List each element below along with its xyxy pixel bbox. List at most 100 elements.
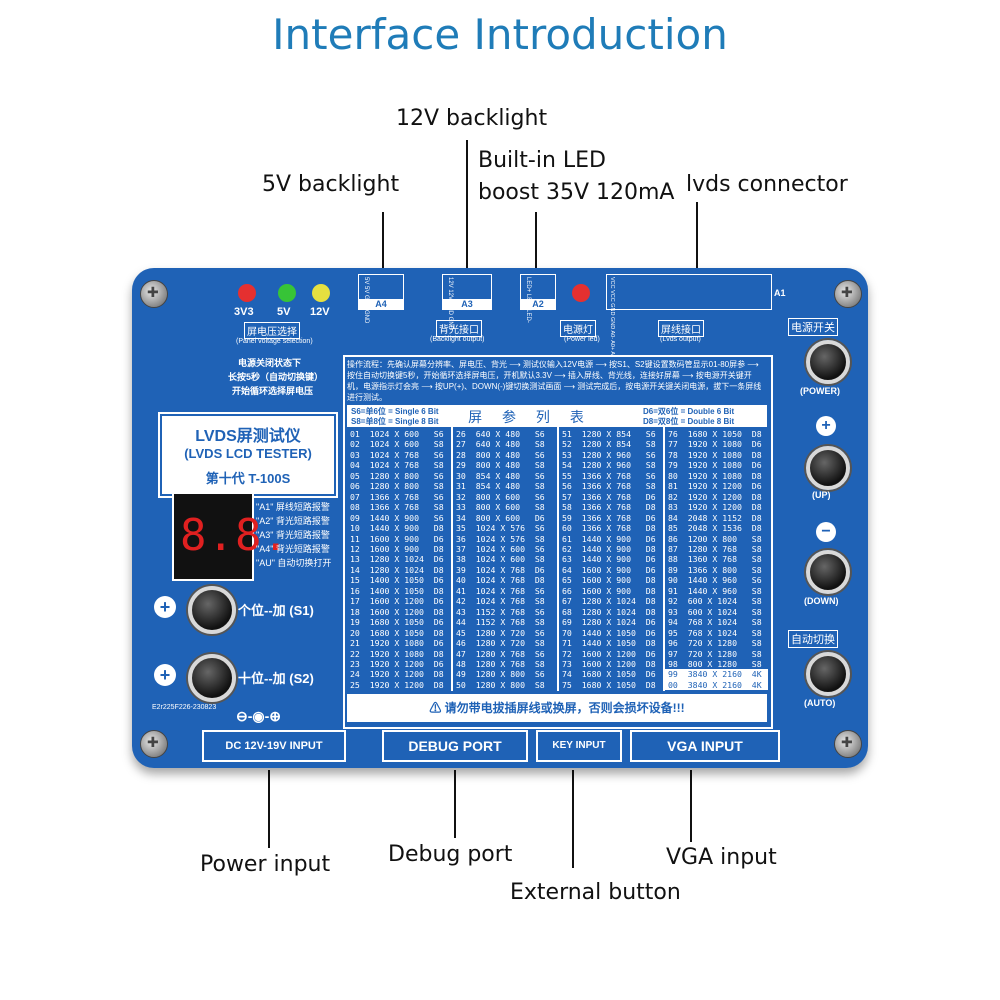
- table-row: 24 1920 X 1200 D8: [350, 669, 444, 680]
- callout-line: [696, 202, 698, 270]
- led-label: 3V3: [234, 306, 254, 318]
- led-3v3-indicator: [238, 284, 256, 302]
- connector-a2[interactable]: LED+ LED- LED- A2: [520, 274, 556, 323]
- voltage-note: 长按5秒（自动切换键）: [228, 372, 324, 382]
- table-row: 71 1440 X 1050 D8: [562, 638, 656, 649]
- led-12v-indicator: [312, 284, 330, 302]
- table-row: 68 1280 X 1024 D8: [562, 606, 656, 617]
- table-row: 40 1024 X 768 D8: [456, 575, 545, 586]
- table-row: 14 1280 X 1024 D8: [350, 564, 444, 575]
- callout-line: [382, 212, 384, 270]
- table-row: 93 600 X 1024 S8: [668, 606, 762, 617]
- d6-note: D6=双6位 = Double 6 Bit: [643, 407, 735, 416]
- table-header: S6=单6位 = Single 6 Bit S8=单8位 = Single 8 …: [347, 405, 767, 427]
- table-row: 34 800 X 600 D6: [456, 512, 545, 523]
- table-row: 38 1024 X 600 S8: [456, 554, 545, 565]
- voltage-note: 电源关闭状态下: [238, 358, 302, 368]
- model-number: 第十代 T-100S: [205, 471, 291, 486]
- resolution-panel: 操作流程：先确认屏幕分辨率、屏电压、背光 ⟶ 测试仪输入12V电源 ⟶ 按S1、…: [343, 355, 773, 729]
- table-row: 26 640 X 480 S6: [456, 429, 545, 439]
- callout-line: [454, 770, 456, 838]
- callout-line: [535, 212, 537, 270]
- table-row: 88 1360 X 768 S8: [668, 554, 762, 565]
- screw-icon: [834, 280, 862, 308]
- dc-power-port[interactable]: DC 12V-19V INPUT: [202, 730, 346, 762]
- table-row: 22 1920 X 1080 D8: [350, 648, 444, 659]
- operation-procedure: 操作流程：先确认屏幕分辨率、屏电压、背光 ⟶ 测试仪输入12V电源 ⟶ 按S1、…: [347, 359, 767, 404]
- alarm-code: "A1" 屏线短路报警: [256, 502, 330, 512]
- panel-voltage-label-en: (Panel voltage selection): [236, 338, 313, 345]
- down-button[interactable]: [806, 550, 850, 594]
- callout-led-boost-line1: Built-in LED: [478, 148, 606, 173]
- table-row: 52 1280 X 854 S8: [562, 439, 656, 450]
- callout-line: [466, 140, 468, 270]
- power-led-indicator: [572, 284, 590, 302]
- table-row: 05 1280 X 800 S6: [350, 470, 444, 481]
- screw-icon: [140, 730, 168, 758]
- debug-port[interactable]: DEBUG PORT: [382, 730, 528, 762]
- table-row: 01 1024 X 600 S6: [350, 429, 444, 439]
- polarity-icon: ⊖-◉-⊕: [236, 708, 282, 724]
- table-row: 82 1920 X 1200 D8: [668, 491, 762, 502]
- table-row: 65 1600 X 900 D8: [562, 575, 656, 586]
- table-row: 56 1366 X 768 S8: [562, 481, 656, 492]
- table-row: 45 1280 X 720 S6: [456, 627, 545, 638]
- led-label: 5V: [277, 306, 291, 318]
- column-divider: [451, 427, 453, 691]
- down-label: (DOWN): [804, 596, 839, 606]
- table-row: 91 1440 X 960 S8: [668, 585, 762, 596]
- table-row: 64 1600 X 900 D6: [562, 564, 656, 575]
- table-row: 55 1366 X 768 S6: [562, 470, 656, 481]
- table-row: 84 2048 X 1152 D8: [668, 512, 762, 523]
- table-row: 30 854 X 480 S6: [456, 470, 545, 481]
- plus-icon: +: [154, 664, 176, 686]
- table-row: 37 1024 X 600 S6: [456, 543, 545, 554]
- table-row: 21 1920 X 1080 D6: [350, 638, 444, 649]
- callout-debug-port: Debug port: [388, 842, 513, 867]
- connector-a1-lvds[interactable]: VCC VCC GND GND A0- A0+ A1- A1+ GND A2- …: [606, 274, 772, 600]
- connector-a3[interactable]: 12V 12V GND GND A3: [442, 274, 492, 331]
- table-row: 86 1200 X 800 S8: [668, 533, 762, 544]
- s2-button[interactable]: [188, 654, 236, 702]
- callout-lvds-connector: lvds connector: [686, 172, 848, 197]
- s1-button[interactable]: [188, 586, 236, 634]
- callout-vga-input: VGA input: [666, 845, 777, 870]
- plus-icon: +: [816, 416, 836, 436]
- table-row: 59 1366 X 768 D6: [562, 512, 656, 523]
- table-row: 96 720 X 1280 S8: [668, 638, 762, 649]
- key-input-port[interactable]: KEY INPUT: [536, 730, 622, 762]
- table-row: 67 1280 X 1024 D8: [562, 596, 656, 607]
- table-row: 57 1366 X 768 D6: [562, 491, 656, 502]
- table-row: 35 1024 X 576 S6: [456, 523, 545, 534]
- vga-input-port[interactable]: VGA INPUT: [630, 730, 780, 762]
- auto-button[interactable]: [806, 652, 850, 696]
- power-button[interactable]: [806, 340, 850, 384]
- minus-icon: −: [816, 522, 836, 542]
- table-row: 23 1920 X 1200 D6: [350, 658, 444, 669]
- s2-label: 十位--加 (S2): [238, 671, 314, 686]
- up-button[interactable]: [806, 446, 850, 490]
- callout-12v-backlight: 12V backlight: [396, 106, 548, 131]
- table-row: 46 1280 X 720 S8: [456, 638, 545, 649]
- callout-power-input: Power input: [200, 852, 331, 877]
- table-row: 08 1366 X 768 S8: [350, 502, 444, 513]
- auto-label: (AUTO): [804, 698, 836, 708]
- callout-line: [268, 770, 270, 848]
- table-row: 32 800 X 600 S6: [456, 491, 545, 502]
- table-row: 95 768 X 1024 S8: [668, 627, 762, 638]
- table-row: 73 1600 X 1200 D8: [562, 658, 656, 669]
- screw-icon: [140, 280, 168, 308]
- alarm-code: "A2" 背光短路报警: [256, 516, 330, 526]
- table-row: 66 1600 X 900 D8: [562, 585, 656, 596]
- d8-note: D8=双8位 = Double 8 Bit: [643, 417, 735, 426]
- led-5v-indicator: [278, 284, 296, 302]
- table-row: 06 1280 X 800 S8: [350, 481, 444, 492]
- screw-icon: [834, 730, 862, 758]
- connector-a4[interactable]: 5V 5V GND GND A4: [358, 274, 404, 323]
- table-row: 44 1152 X 768 S8: [456, 617, 545, 628]
- connector-pins: 12V 12V GND GND: [447, 277, 453, 331]
- connector-label: A2: [521, 299, 555, 309]
